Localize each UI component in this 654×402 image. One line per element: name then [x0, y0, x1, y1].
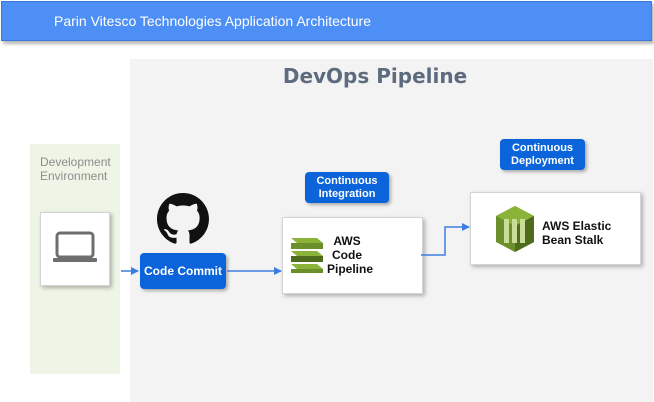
- ci-badge-line1: Continuous: [316, 175, 378, 187]
- arrow-pipeline-to-beanstalk: [421, 223, 470, 256]
- aws-elastic-beanstalk-icon: [496, 206, 534, 252]
- beanstalk-label: AWS Elastic Bean Stalk: [542, 219, 611, 247]
- eb-label-line2: Bean Stalk: [542, 233, 604, 247]
- cd-badge-line2: Deployment: [511, 155, 574, 167]
- code-commit-button[interactable]: Code Commit: [140, 253, 226, 289]
- development-environment-label: Development Environment: [40, 155, 111, 183]
- github-icon: [157, 193, 209, 244]
- cd-badge-line1: Continuous: [511, 142, 574, 154]
- page-title: Parin Vitesco Technologies Application A…: [54, 13, 372, 29]
- eb-label-line1: AWS Elastic: [542, 219, 612, 233]
- continuous-deployment-badge: Continuous Deployment: [500, 139, 585, 170]
- aws-codepipeline-icon: [291, 238, 323, 273]
- cp-label-line2: Code: [332, 248, 362, 262]
- codepipeline-label: AWS Code Pipeline: [327, 234, 374, 276]
- cp-label-line1: AWS: [333, 234, 361, 248]
- continuous-integration-badge: Continuous Integration: [305, 172, 389, 203]
- cp-label-line3: Pipeline: [327, 262, 374, 276]
- header-bar: Parin Vitesco Technologies Application A…: [1, 1, 652, 41]
- pipeline-title: DevOps Pipeline: [282, 64, 468, 88]
- laptop-card: [40, 212, 110, 286]
- dev-label-line2: Environment: [40, 169, 108, 183]
- dev-label-line1: Development: [40, 155, 111, 169]
- laptop-icon: [53, 231, 97, 262]
- ci-badge-line2: Integration: [318, 188, 376, 200]
